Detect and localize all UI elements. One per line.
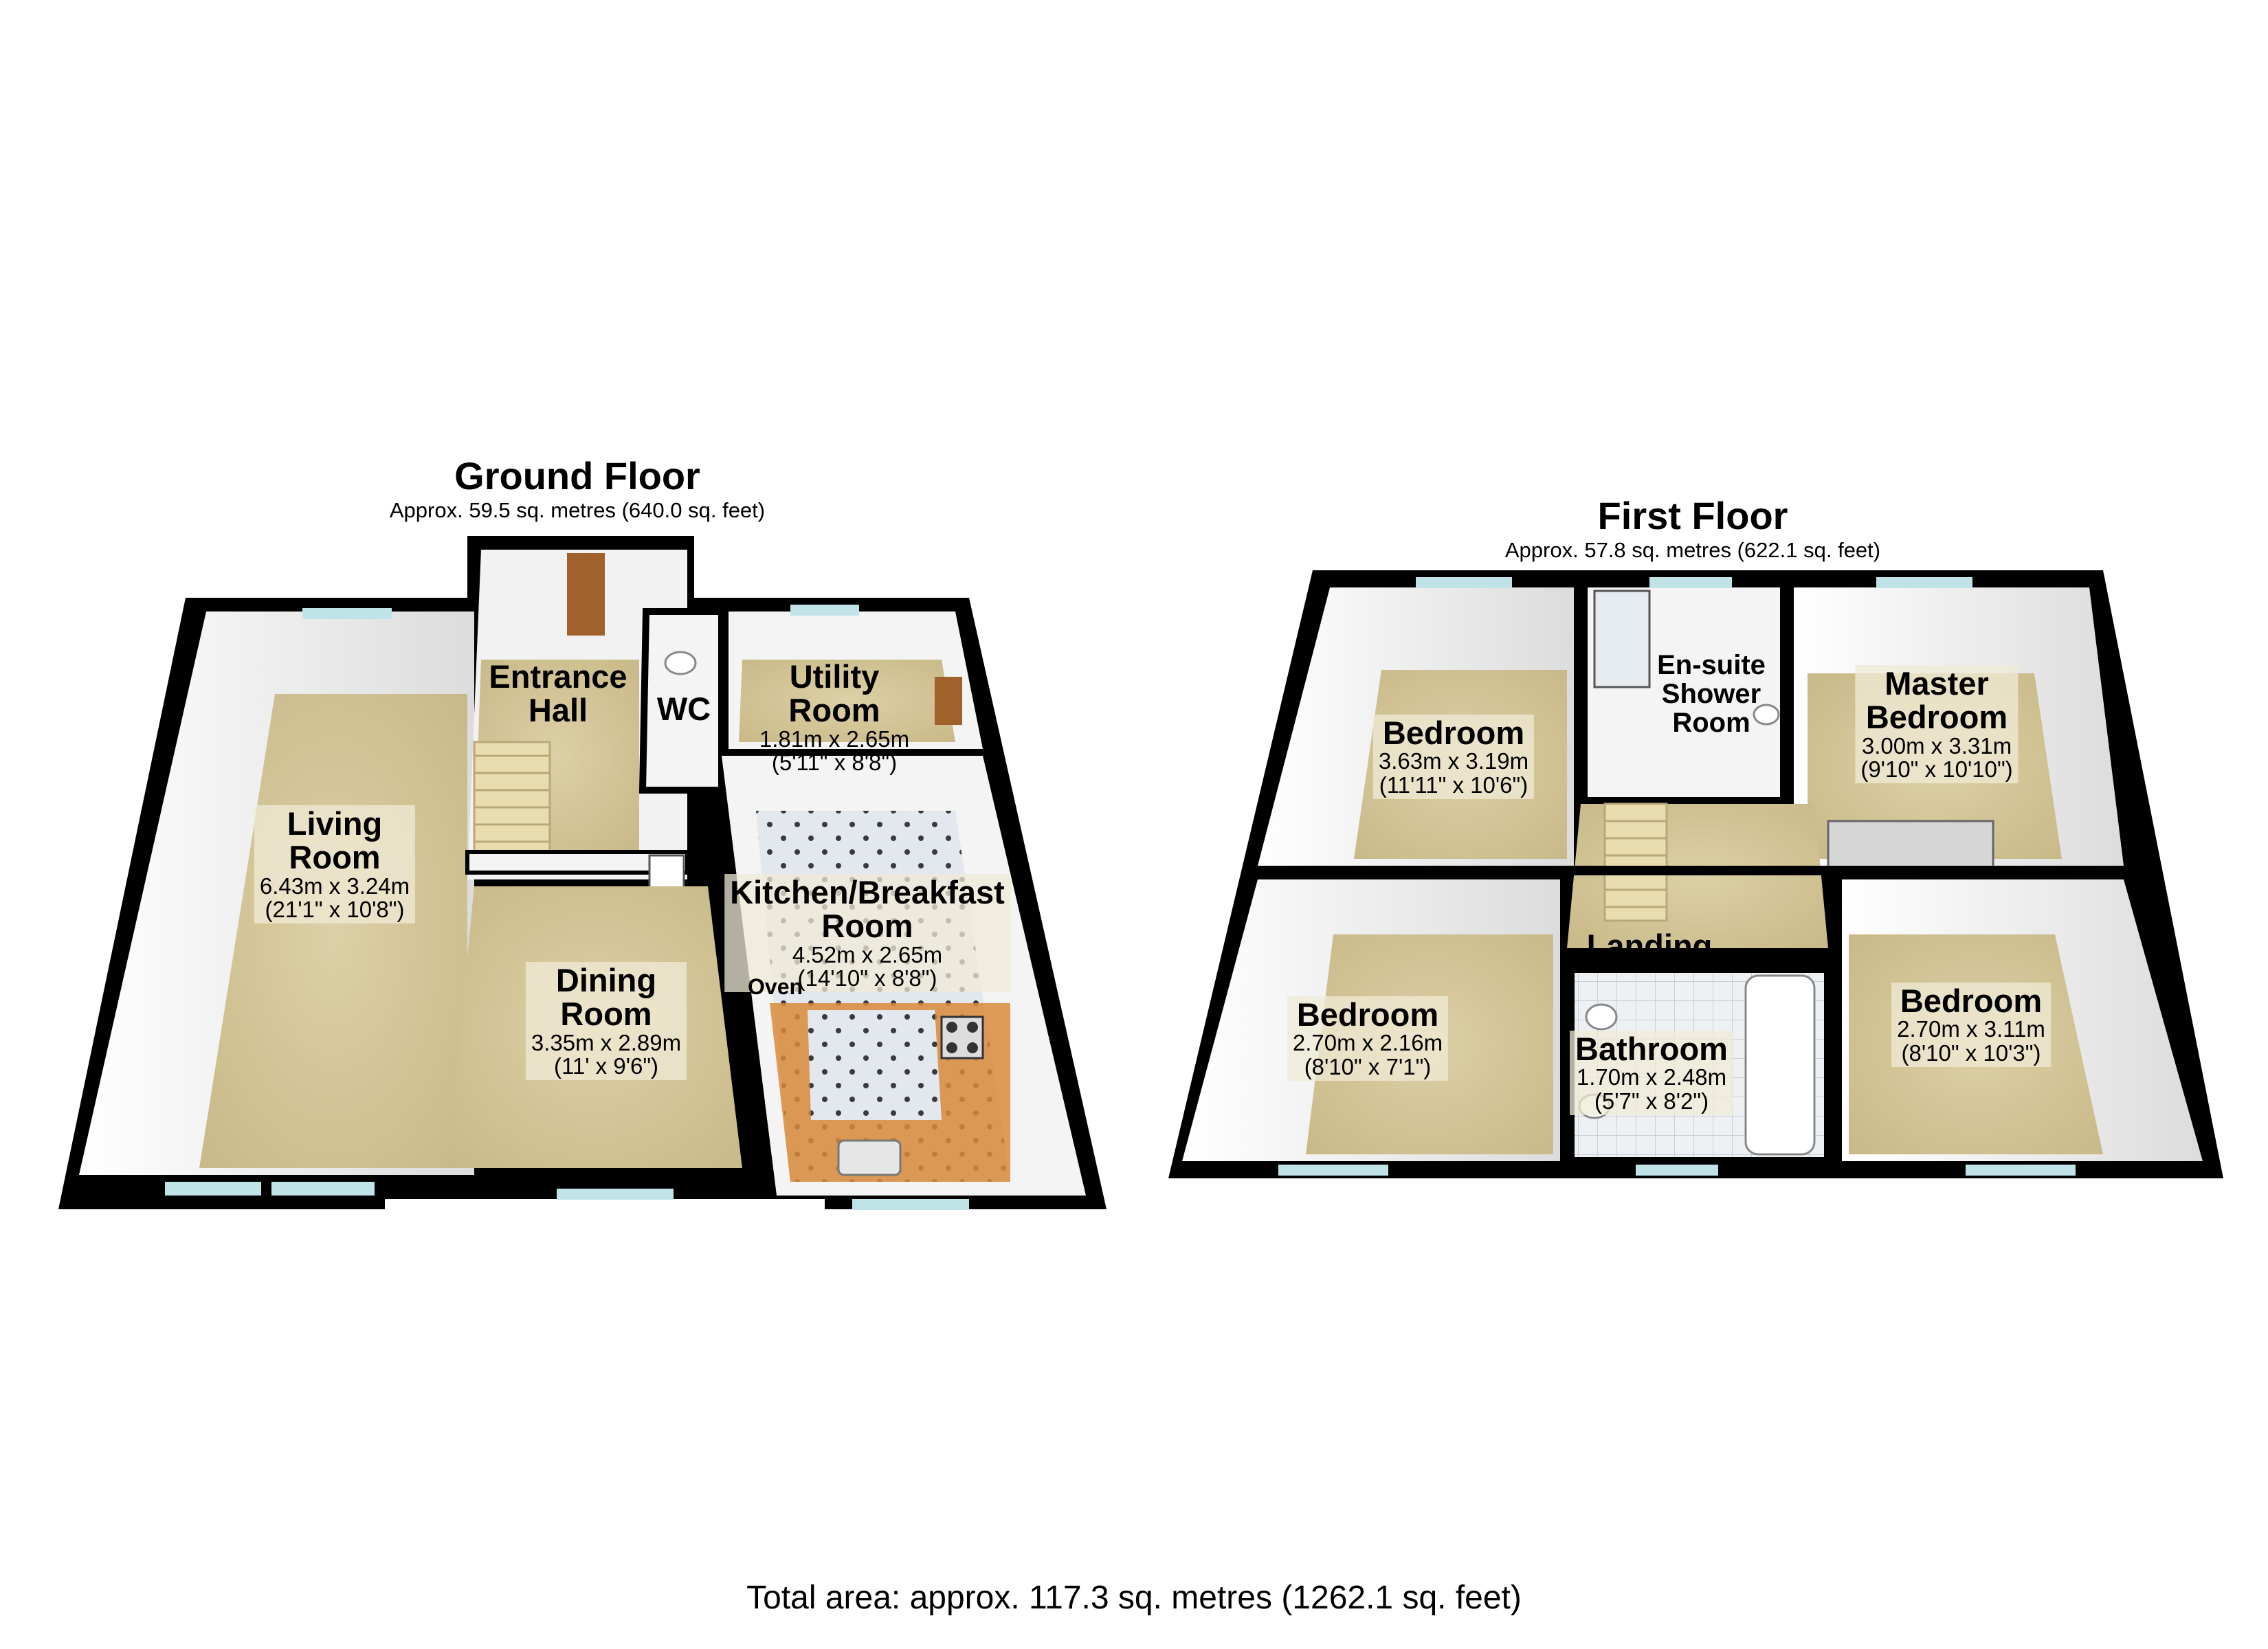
ensuite-name-1: En-suite bbox=[1657, 650, 1766, 680]
kitchen-imperial: (14'10" x 8'8") bbox=[797, 965, 937, 991]
ground-floor-plan bbox=[58, 536, 1107, 1210]
bedroom-front-left-imperial: (11'11" x 10'6") bbox=[1379, 772, 1528, 798]
bedroom-rear-right-imperial: (8'10" x 10'3") bbox=[1901, 1040, 2041, 1066]
living-room-label: Living Room 6.43m x 3.24m (21'1" x 10'8"… bbox=[254, 805, 416, 923]
utility-window bbox=[790, 605, 859, 616]
basin-icon bbox=[1585, 1003, 1618, 1031]
patio-door-left bbox=[165, 1182, 261, 1196]
bedroom-rear-left-label: Bedroom 2.70m x 2.16m (8'10" x 7'1") bbox=[1287, 996, 1449, 1081]
shower-enclosure-icon bbox=[1593, 590, 1651, 688]
front-door-icon bbox=[567, 553, 605, 636]
living-room-name-2: Room bbox=[289, 839, 381, 876]
oven-label: Oven bbox=[748, 974, 803, 999]
bedroom-rear-right-window bbox=[1966, 1165, 2076, 1176]
bedroom-front-left-label: Bedroom 3.63m x 3.19m (11'11" x 10'6") bbox=[1372, 715, 1535, 799]
living-room-name-1: Living bbox=[287, 805, 383, 842]
wc-toilet-icon bbox=[664, 651, 697, 675]
bedroom-rear-right-name: Bedroom bbox=[1900, 983, 2043, 1019]
total-area: Total area: approx. 117.3 sq. metres (12… bbox=[746, 1580, 1522, 1616]
bedroom-rear-left-metric: 2.70m x 2.16m bbox=[1292, 1030, 1443, 1056]
master-bedroom-window bbox=[1876, 577, 1972, 588]
bathroom-label: Bathroom 1.70m x 2.48m (5'7" x 8'2") bbox=[1570, 1031, 1733, 1115]
first-floor-title: First Floor bbox=[1597, 494, 1788, 537]
entrance-hall-name-2: Hall bbox=[528, 692, 588, 729]
living-room-imperial: (21'1" x 10'8") bbox=[265, 897, 405, 923]
kitchen-window bbox=[852, 1199, 969, 1210]
kitchen-name-2: Room bbox=[821, 908, 913, 945]
utility-room-name-2: Room bbox=[788, 692, 880, 729]
living-room-window bbox=[302, 608, 392, 619]
patio-door-right bbox=[271, 1182, 375, 1196]
wardrobe-icon bbox=[1827, 820, 1994, 871]
master-bedroom-label: Master Bedroom 3.00m x 3.31m (9'10" x 10… bbox=[1855, 665, 2019, 783]
ensuite-name-2: Shower bbox=[1661, 679, 1761, 709]
hob-icon bbox=[940, 1016, 984, 1059]
first-floor-area: Approx. 57.8 sq. metres (622.1 sq. feet) bbox=[1504, 538, 1881, 562]
bedroom-rear-left-window bbox=[1278, 1165, 1388, 1176]
entrance-hall-label: Entrance Hall bbox=[483, 658, 632, 729]
bedroom-rear-left-imperial: (8'10" x 7'1") bbox=[1304, 1053, 1432, 1079]
entrance-hall-name-1: Entrance bbox=[489, 658, 627, 695]
bathroom-name: Bathroom bbox=[1575, 1031, 1728, 1067]
bedroom-front-left-window bbox=[1416, 577, 1512, 588]
kitchen-label: Kitchen/Breakfast Room 4.52m x 2.65m (14… bbox=[724, 874, 1010, 992]
bathroom-window bbox=[1636, 1165, 1718, 1176]
bedroom-front-left-metric: 3.63m x 3.19m bbox=[1378, 748, 1529, 774]
utility-room-name-1: Utility bbox=[789, 658, 880, 695]
kitchen-metric: 4.52m x 2.65m bbox=[792, 941, 943, 967]
dining-room-label: Dining Room 3.35m x 2.89m (11' x 9'6") bbox=[525, 962, 687, 1080]
bedroom-rear-left-name: Bedroom bbox=[1296, 996, 1439, 1033]
master-bedroom-metric: 3.00m x 3.31m bbox=[1861, 732, 2012, 759]
bathroom-imperial: (5'7" x 8'2") bbox=[1594, 1088, 1709, 1114]
ensuite-label: En-suite Shower Room bbox=[1652, 649, 1771, 739]
master-bedroom-name-2: Bedroom bbox=[1865, 699, 2008, 736]
utility-room-label: Utility Room 1.81m x 2.65m (5'11" x 8'8"… bbox=[754, 658, 915, 776]
living-room-metric: 6.43m x 3.24m bbox=[259, 873, 410, 899]
ensuite-toilet-icon bbox=[1753, 704, 1780, 726]
master-bedroom-imperial: (9'10" x 10'10") bbox=[1860, 756, 2013, 783]
wc-label: WC bbox=[652, 691, 716, 727]
master-bedroom-name-1: Master bbox=[1885, 665, 1989, 702]
dining-room-name-2: Room bbox=[560, 996, 652, 1033]
ground-floor-title: Ground Floor bbox=[454, 454, 700, 497]
utility-room-metric: 1.81m x 2.65m bbox=[759, 726, 910, 752]
ensuite-name-3: Room bbox=[1672, 708, 1750, 738]
dining-room-metric: 3.35m x 2.89m bbox=[531, 1029, 682, 1055]
utility-back-door-icon bbox=[935, 677, 962, 725]
bathroom-metric: 1.70m x 2.48m bbox=[1576, 1064, 1727, 1090]
ground-floor-stairs bbox=[473, 741, 551, 860]
dining-room-name-1: Dining bbox=[555, 962, 657, 998]
kitchen-name-1: Kitchen/Breakfast bbox=[730, 874, 1005, 910]
first-floor-mid-partition bbox=[1258, 866, 2124, 875]
wc-room bbox=[638, 608, 725, 794]
sink-icon bbox=[837, 1139, 902, 1176]
dining-room-imperial: (11' x 9'6") bbox=[553, 1053, 659, 1079]
bedroom-front-left-name: Bedroom bbox=[1382, 715, 1525, 751]
ground-floor-area: Approx. 59.5 sq. metres (640.0 sq. feet) bbox=[389, 498, 766, 522]
bath-icon bbox=[1744, 974, 1816, 1156]
first-floor-stairs bbox=[1603, 803, 1668, 922]
utility-room-floor bbox=[739, 660, 955, 742]
hall-window-icon bbox=[648, 854, 685, 891]
ensuite-window bbox=[1649, 577, 1732, 588]
bedroom-rear-right-label: Bedroom 2.70m x 3.11m (8'10" x 10'3") bbox=[1891, 983, 2051, 1067]
dining-window bbox=[557, 1189, 674, 1200]
wc-name: WC bbox=[656, 691, 711, 727]
landing-label: Landing bbox=[1581, 928, 1718, 964]
kitchen-floor-inner bbox=[808, 1010, 942, 1120]
bedroom-rear-right-metric: 2.70m x 3.11m bbox=[1897, 1016, 2045, 1042]
landing-name: Landing bbox=[1586, 928, 1713, 964]
utility-room-imperial: (5'11" x 8'8") bbox=[771, 750, 898, 776]
